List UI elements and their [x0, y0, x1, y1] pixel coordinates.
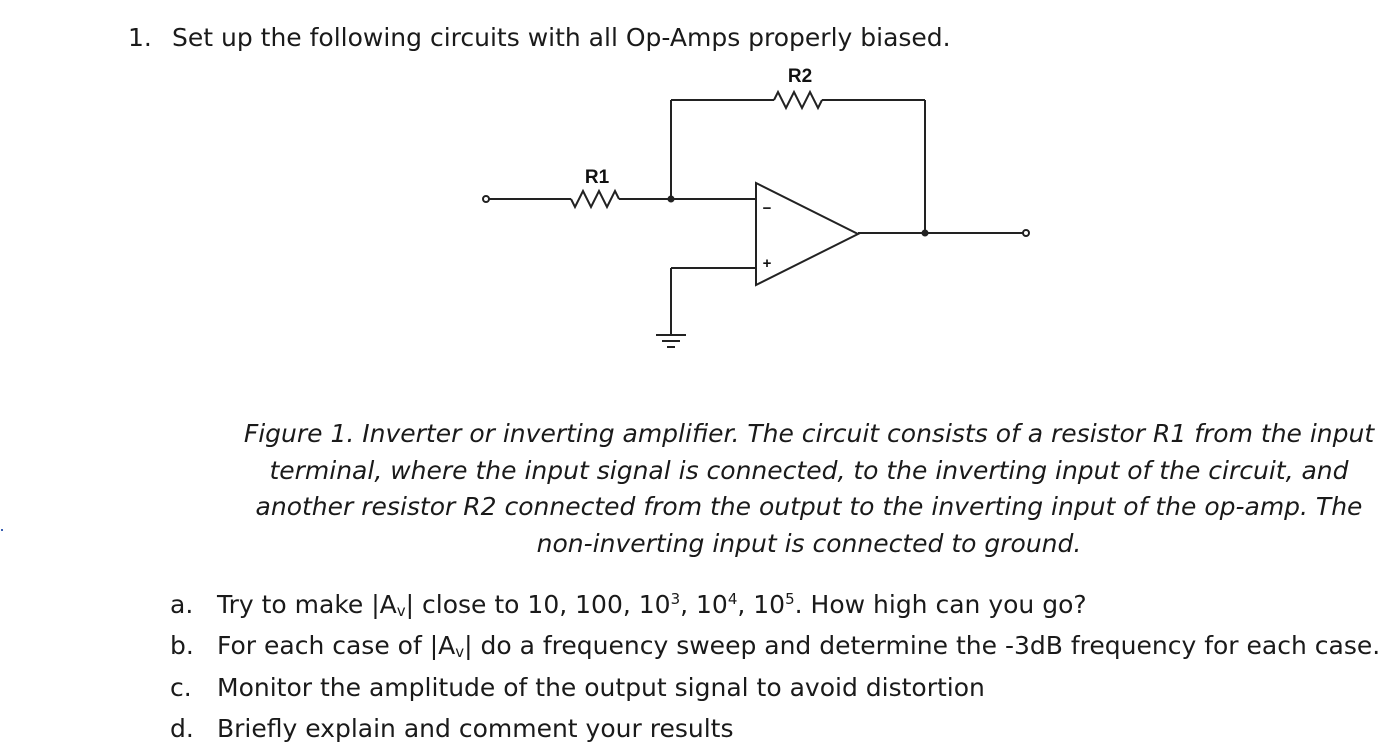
input-terminal — [482, 195, 490, 203]
question-number: 1. — [128, 23, 152, 52]
question-heading: 1. Set up the following circuits with all… — [128, 20, 951, 56]
item-text: Monitor the amplitude of the output sign… — [217, 672, 985, 702]
r2-label: R2 — [788, 66, 812, 87]
opamp-triangle — [755, 181, 861, 287]
output-terminal — [1022, 229, 1030, 237]
item-letter: b. — [170, 631, 194, 661]
output-node-dot — [921, 229, 929, 237]
item-letter: a. — [170, 590, 194, 619]
figure-caption: Figure 1. Inverter or inverting amplifie… — [243, 419, 1375, 558]
r1-resistor — [570, 188, 620, 210]
item-text: Briefly explain and comment your results — [217, 713, 734, 743]
question-text: Set up the following circuits with all O… — [172, 23, 951, 52]
inverting-amplifier-schematic: R1 R2 − + — [482, 66, 1030, 348]
inverting-node-dot — [667, 195, 675, 203]
r2-resistor — [773, 89, 823, 111]
item-text: For each case of |Av| do a frequency swe… — [217, 631, 1381, 662]
item-letter: d. — [170, 713, 194, 743]
item-letter: c. — [170, 672, 192, 702]
inverting-pin-label: − — [763, 200, 772, 217]
item-text: Try to make |Av| close to 10, 100, 103, … — [217, 590, 1087, 620]
stray-mark — [1, 529, 3, 531]
r1-label: R1 — [585, 167, 610, 188]
noninverting-pin-label: + — [763, 255, 772, 272]
